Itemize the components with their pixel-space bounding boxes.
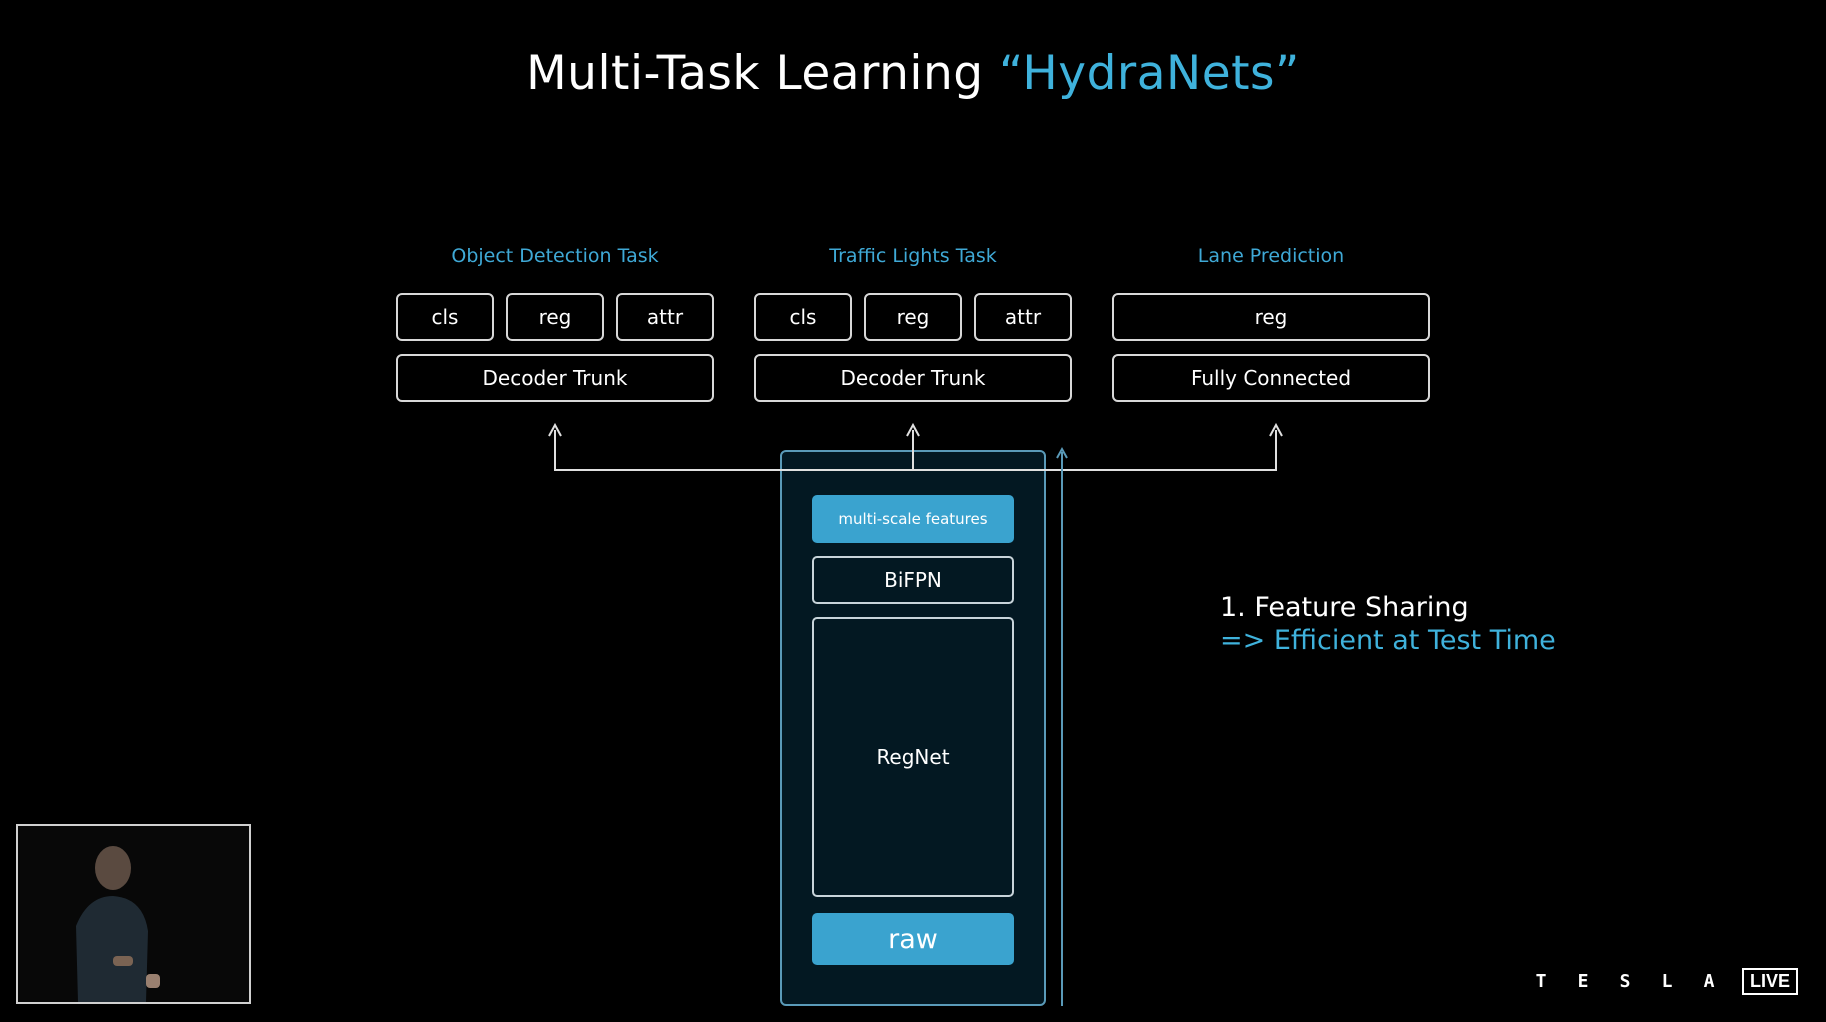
task-label-lane-prediction: Lane Prediction	[1197, 245, 1345, 267]
traffic-lights-decoder-trunk: Decoder Trunk	[754, 354, 1072, 402]
brand-letter-l: L	[1661, 971, 1673, 992]
note-line-1: 1. Feature Sharing	[1220, 592, 1469, 623]
brand-letter-e: E	[1577, 971, 1589, 992]
bifpn-box: BiFPN	[812, 556, 1014, 604]
live-badge: LIVE	[1742, 968, 1799, 995]
title-accent: “HydraNets”	[999, 46, 1300, 101]
title-main: Multi-Task Learning	[526, 46, 1000, 101]
object-detection-head-cls: cls	[396, 293, 494, 341]
lane-prediction-head-reg: reg	[1112, 293, 1430, 341]
object-detection-head-reg: reg	[506, 293, 604, 341]
shared-backbone: multi-scale features BiFPN RegNet raw	[780, 450, 1046, 1006]
task-label-traffic-lights: Traffic Lights Task	[829, 245, 997, 267]
multi-scale-features-box: multi-scale features	[812, 495, 1014, 543]
note-line-2: => Efficient at Test Time	[1220, 625, 1556, 656]
object-detection-decoder-trunk: Decoder Trunk	[396, 354, 714, 402]
branch-connector	[554, 430, 1277, 471]
tesla-live-branding: T E S L A LIVE	[1520, 968, 1799, 995]
up-arrow-icon	[548, 422, 562, 437]
brand-letter-s: S	[1619, 971, 1631, 992]
lane-prediction-fully-connected: Fully Connected	[1112, 354, 1430, 402]
up-arrow-icon	[906, 422, 920, 437]
slide-title: Multi-Task Learning “HydraNets”	[0, 46, 1826, 101]
object-detection-head-attr: attr	[616, 293, 714, 341]
up-arrow-icon	[1269, 422, 1283, 437]
brand-letter-a: A	[1703, 971, 1715, 992]
task-label-object-detection: Object Detection Task	[451, 245, 659, 267]
traffic-lights-head-cls: cls	[754, 293, 852, 341]
speaker-video-thumbnail	[16, 824, 251, 1004]
up-arrow-icon	[1056, 446, 1068, 459]
raw-input-box: raw	[812, 913, 1014, 965]
brand-letter-t: T	[1535, 971, 1547, 992]
traffic-lights-head-attr: attr	[974, 293, 1072, 341]
speaker-video-icon	[18, 826, 249, 1002]
regnet-box: RegNet	[812, 617, 1014, 897]
feature-sharing-note: 1. Feature Sharing => Efficient at Test …	[1220, 591, 1556, 657]
traffic-lights-head-reg: reg	[864, 293, 962, 341]
